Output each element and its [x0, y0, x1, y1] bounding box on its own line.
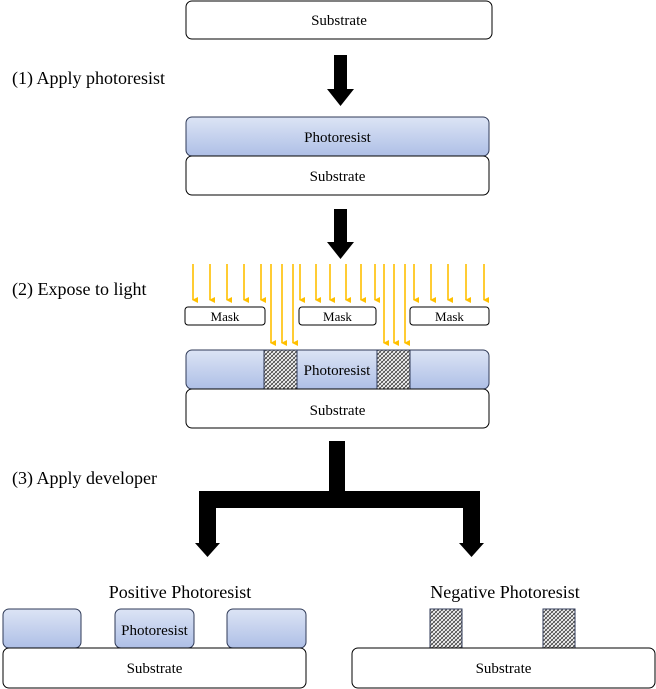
negative-title: Negative Photoresist: [430, 582, 579, 602]
positive-photoresist-label: Photoresist: [121, 623, 189, 639]
step1-label: (1) Apply photoresist: [12, 68, 165, 89]
positive-title: Positive Photoresist: [109, 582, 252, 602]
initial-substrate-box: [185, 0, 493, 40]
mask-center-label: Mask: [323, 309, 352, 324]
mask-left-label: Mask: [211, 309, 240, 324]
light-rays: [192, 264, 489, 346]
step2-label: (2) Expose to light: [12, 279, 146, 300]
step1-photoresist-label: Photoresist: [304, 130, 372, 146]
negative-substrate-label: Substrate: [476, 661, 532, 677]
branch-arrow-icon: [195, 441, 484, 557]
mask-center: [298, 306, 377, 326]
negative-result: Negative Photoresist Substrate: [351, 582, 656, 689]
positive-result: Positive Photoresist Photoresist Substra…: [2, 582, 307, 689]
down-arrow-icon: [327, 209, 354, 259]
mask-left: [184, 306, 266, 326]
negative-exposed-block-left: [429, 608, 463, 649]
positive-photoresist-block-left: [2, 608, 82, 649]
masks: Mask Mask Mask: [184, 306, 490, 326]
initial-substrate-label: Substrate: [311, 13, 367, 29]
step3-label: (3) Apply developer: [12, 468, 157, 489]
mask-right-label: Mask: [435, 309, 464, 324]
step2-substrate-layer: [185, 388, 490, 429]
step2-stack: Photoresist Substrate: [185, 349, 490, 429]
initial-substrate: Substrate: [185, 0, 493, 40]
step2-exposed-region-left: [263, 349, 298, 390]
step1-stack: Photoresist Substrate: [185, 116, 490, 196]
positive-substrate-layer: [2, 647, 307, 689]
step1-substrate-label: Substrate: [310, 169, 366, 185]
positive-substrate-label: Substrate: [127, 661, 183, 677]
step2-photoresist-label: Photoresist: [304, 363, 372, 379]
negative-substrate-layer: [351, 647, 656, 689]
positive-photoresist-block-right: [226, 608, 307, 649]
step2-exposed-region-right: [376, 349, 411, 390]
negative-exposed-block-right: [542, 608, 576, 649]
mask-right: [409, 306, 490, 326]
step1-substrate-layer: [185, 155, 490, 196]
down-arrow-icon: [327, 55, 354, 106]
step2-substrate-label: Substrate: [310, 403, 366, 419]
